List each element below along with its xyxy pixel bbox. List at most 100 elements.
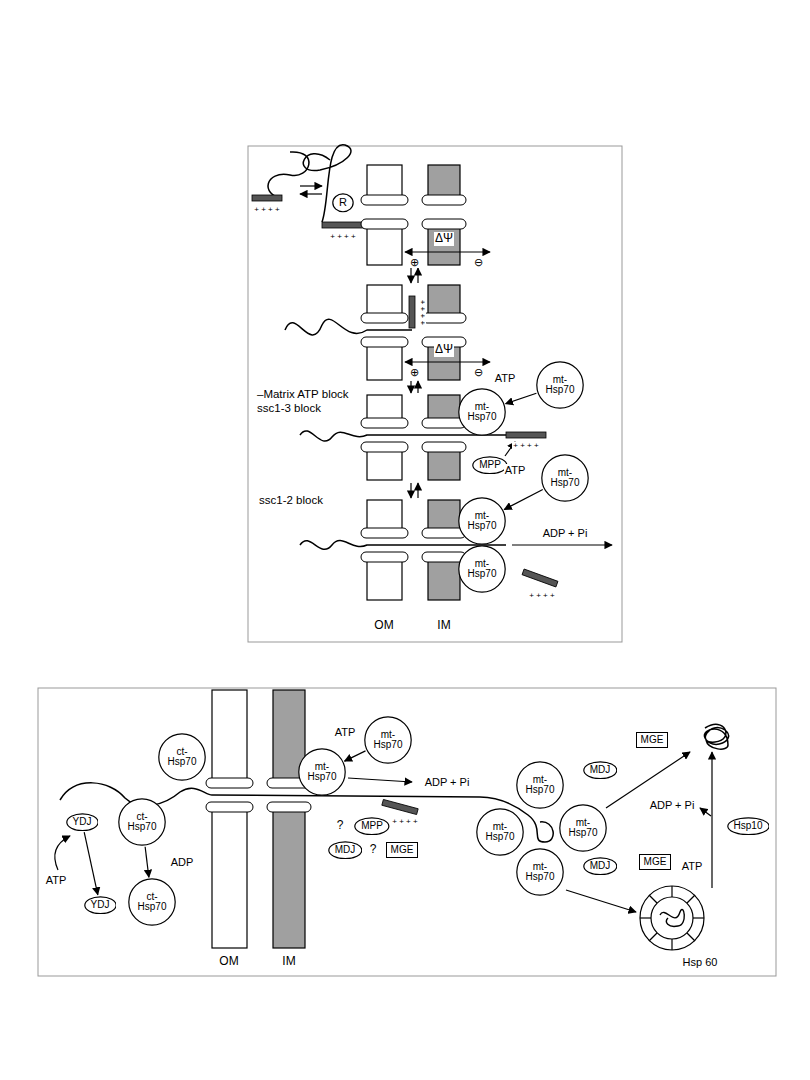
annotation-label: ssc1-2 block (258, 494, 324, 507)
node-label: YDJ (91, 900, 110, 911)
annotation-label: ? (369, 843, 378, 856)
node-label: mt- Hsp70 (540, 375, 580, 396)
protein-oval: MDJ (583, 857, 618, 876)
panel-frame (38, 688, 776, 976)
node-outline (119, 799, 165, 845)
annotation-label: ADP + Pi (542, 527, 589, 539)
node-label: mt- Hsp70 (520, 775, 560, 796)
node-label: MPP (479, 460, 501, 471)
node-label: R (339, 197, 347, 209)
node-label: mt- Hsp70 (462, 402, 502, 423)
node-outline (560, 805, 606, 851)
chaperone-circle: mt- Hsp70 (298, 748, 346, 796)
node-outline (333, 194, 353, 212)
protein-oval: YDJ (84, 896, 117, 915)
annotation-label: OM (218, 955, 239, 968)
annotation-label: + + + + (512, 442, 539, 451)
node-label: YDJ (73, 817, 92, 828)
annotation-label: OM (373, 619, 394, 632)
node-label: ct- Hsp70 (132, 892, 172, 913)
annotation-label: ATP (681, 860, 704, 872)
node-outline (584, 762, 617, 779)
transition-arrow (345, 751, 366, 761)
node-outline (584, 858, 617, 875)
annotation-label: ADP + Pi (424, 776, 471, 788)
node-label: mt- Hsp70 (520, 862, 560, 883)
node-label: ct- Hsp70 (122, 812, 162, 833)
node-outline (129, 879, 175, 925)
annotation-label: ⊖ (473, 366, 484, 378)
node-label: MGE (641, 735, 664, 746)
factor-box: MGE (636, 732, 669, 749)
polypeptide-chain (60, 145, 729, 842)
factor-box: MGE (386, 842, 419, 859)
chaperone-circle: mt- Hsp70 (364, 716, 412, 764)
node-outline (727, 818, 768, 835)
node-outline (299, 749, 345, 795)
protein-oval: MDJ (583, 761, 618, 780)
node-outline (459, 389, 505, 435)
node-outline (477, 809, 523, 855)
protein-oval: Hsp10 (727, 817, 770, 836)
panel-frame (248, 146, 622, 642)
node-outline (459, 546, 505, 592)
node-outline (355, 818, 389, 835)
annotation-label: + + + + (528, 592, 555, 601)
node-outline (459, 498, 505, 544)
chaperone-circle: mt- Hsp70 (458, 388, 506, 436)
annotation-label: ATP (334, 726, 357, 738)
chaperone-circle: ct- Hsp70 (158, 733, 206, 781)
hsp60-ring (640, 886, 704, 950)
node-outline (159, 734, 205, 780)
chaperone-circle: mt- Hsp70 (458, 545, 506, 593)
protein-oval: R (332, 193, 354, 213)
annotation-label: ⊖ (473, 256, 484, 268)
transition-arrow (145, 847, 149, 877)
annotation-label: ATP (494, 372, 517, 384)
annotation-label: ADP + Pi (649, 799, 696, 811)
chaperone-circle: mt- Hsp70 (458, 497, 506, 545)
node-outline (329, 842, 362, 859)
chaperone-circle: mt- Hsp70 (559, 804, 607, 852)
annotation-label: ? (336, 819, 345, 832)
transition-arrow (504, 490, 543, 510)
protein-oval: YDJ (66, 813, 99, 832)
node-label: ct- Hsp70 (162, 747, 202, 768)
node-outline (365, 717, 411, 763)
annotation-label: + + + + (391, 818, 418, 827)
node-outline (542, 455, 588, 501)
node-label: MDJ (590, 861, 611, 872)
annotation-label: ADP (170, 856, 195, 868)
node-label: MGE (391, 845, 414, 856)
node-label: mt- Hsp70 (302, 762, 342, 783)
annotation-label: ⊕ (409, 366, 420, 378)
chaperone-circle: mt- Hsp70 (541, 454, 589, 502)
annotation-label: Hsp 60 (682, 956, 719, 968)
node-outline (84, 897, 115, 914)
arrow (55, 186, 712, 912)
transition-arrow (506, 393, 537, 404)
protein-oval: MDJ (328, 841, 363, 860)
chaperone-circle: mt- Hsp70 (516, 761, 564, 809)
node-outline (66, 814, 97, 831)
chaperone-circle: ct- Hsp70 (128, 878, 176, 926)
annotation-label: ΔΨ (434, 232, 454, 245)
node-label: mt- Hsp70 (462, 559, 502, 580)
annotation-label: ATP (504, 464, 527, 476)
annotation-label: + + + + (329, 233, 356, 242)
annotation-label: ATP (45, 874, 68, 886)
annotation-label: + + + + (253, 206, 280, 215)
chaperone-circle: mt- Hsp70 (516, 848, 564, 896)
annotation-label: IM (436, 619, 451, 632)
annotation-label: –Matrix ATP block (256, 388, 350, 401)
transition-arrow (84, 832, 98, 895)
node-label: MDJ (335, 845, 356, 856)
annotation-label: ssc1-3 block (256, 402, 322, 415)
protein-oval: MPP (472, 456, 508, 475)
node-outline (537, 362, 583, 408)
node-label: mt- Hsp70 (563, 818, 603, 839)
annotation-label: ΔΨ (434, 343, 454, 356)
